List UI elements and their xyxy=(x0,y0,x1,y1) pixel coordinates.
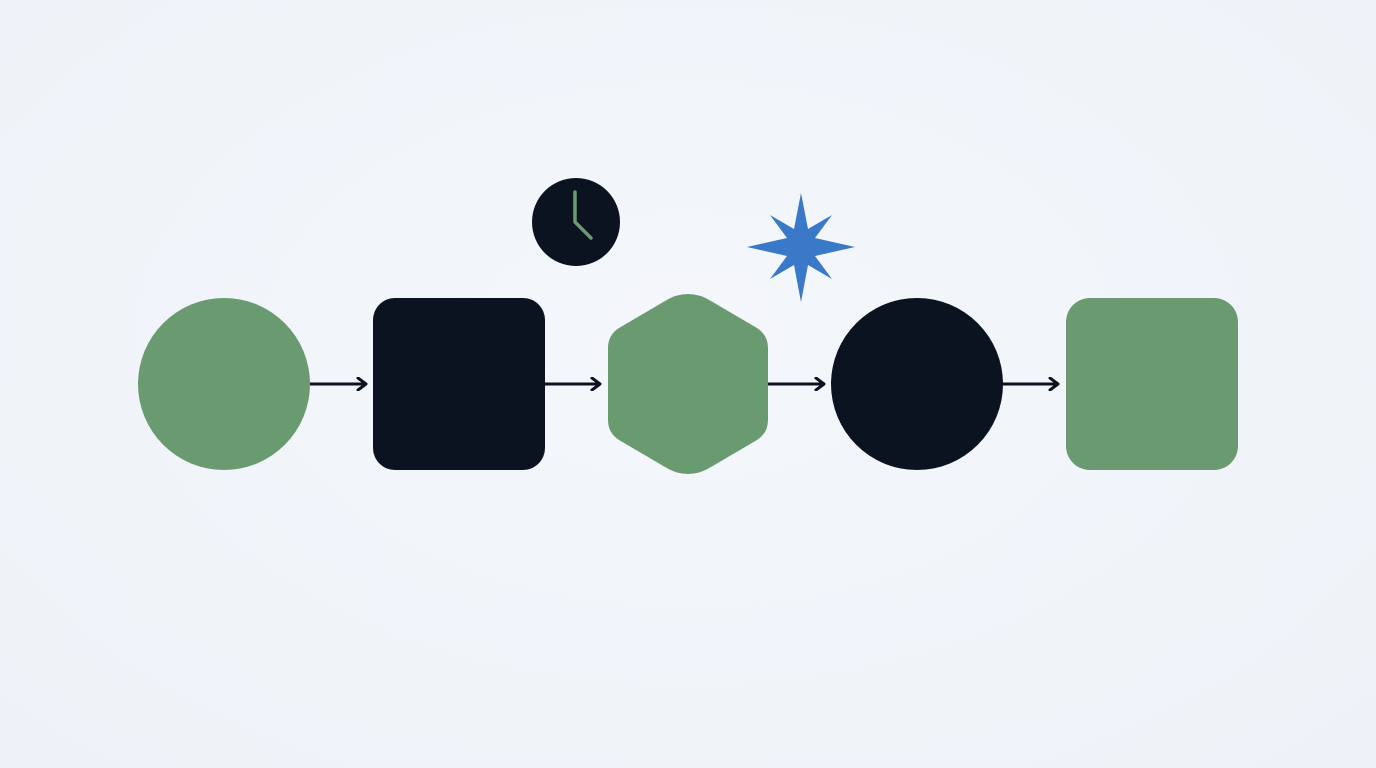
step-3-green-hexagon xyxy=(608,294,768,474)
step-5-green-rounded-square xyxy=(1066,298,1238,470)
sparkle-icon xyxy=(747,193,855,302)
step-2-navy-rounded-square xyxy=(373,298,545,470)
step-4-navy-circle xyxy=(831,298,1003,470)
step-1-green-circle xyxy=(138,298,310,470)
clock-icon xyxy=(532,178,620,266)
